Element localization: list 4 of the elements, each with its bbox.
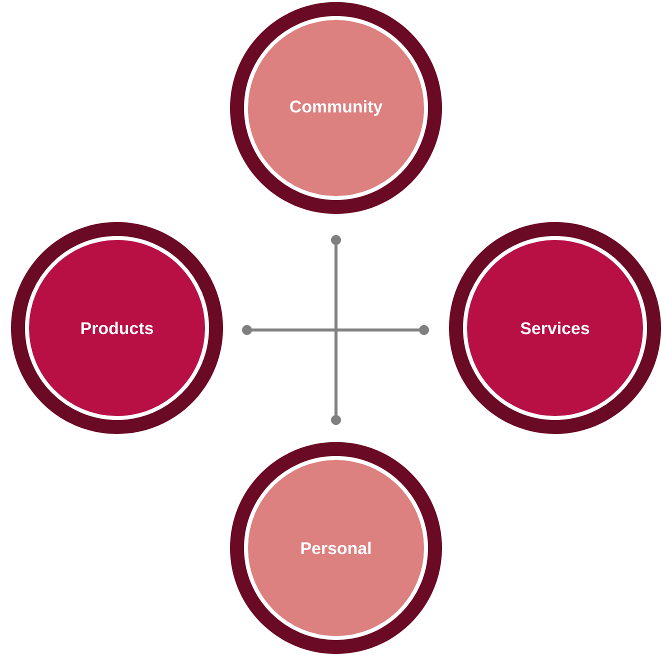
circle-node: Personal bbox=[230, 442, 442, 654]
circle-node: Community bbox=[230, 2, 442, 214]
circle-node: Services bbox=[449, 222, 661, 434]
circle-node: Products bbox=[11, 222, 223, 434]
